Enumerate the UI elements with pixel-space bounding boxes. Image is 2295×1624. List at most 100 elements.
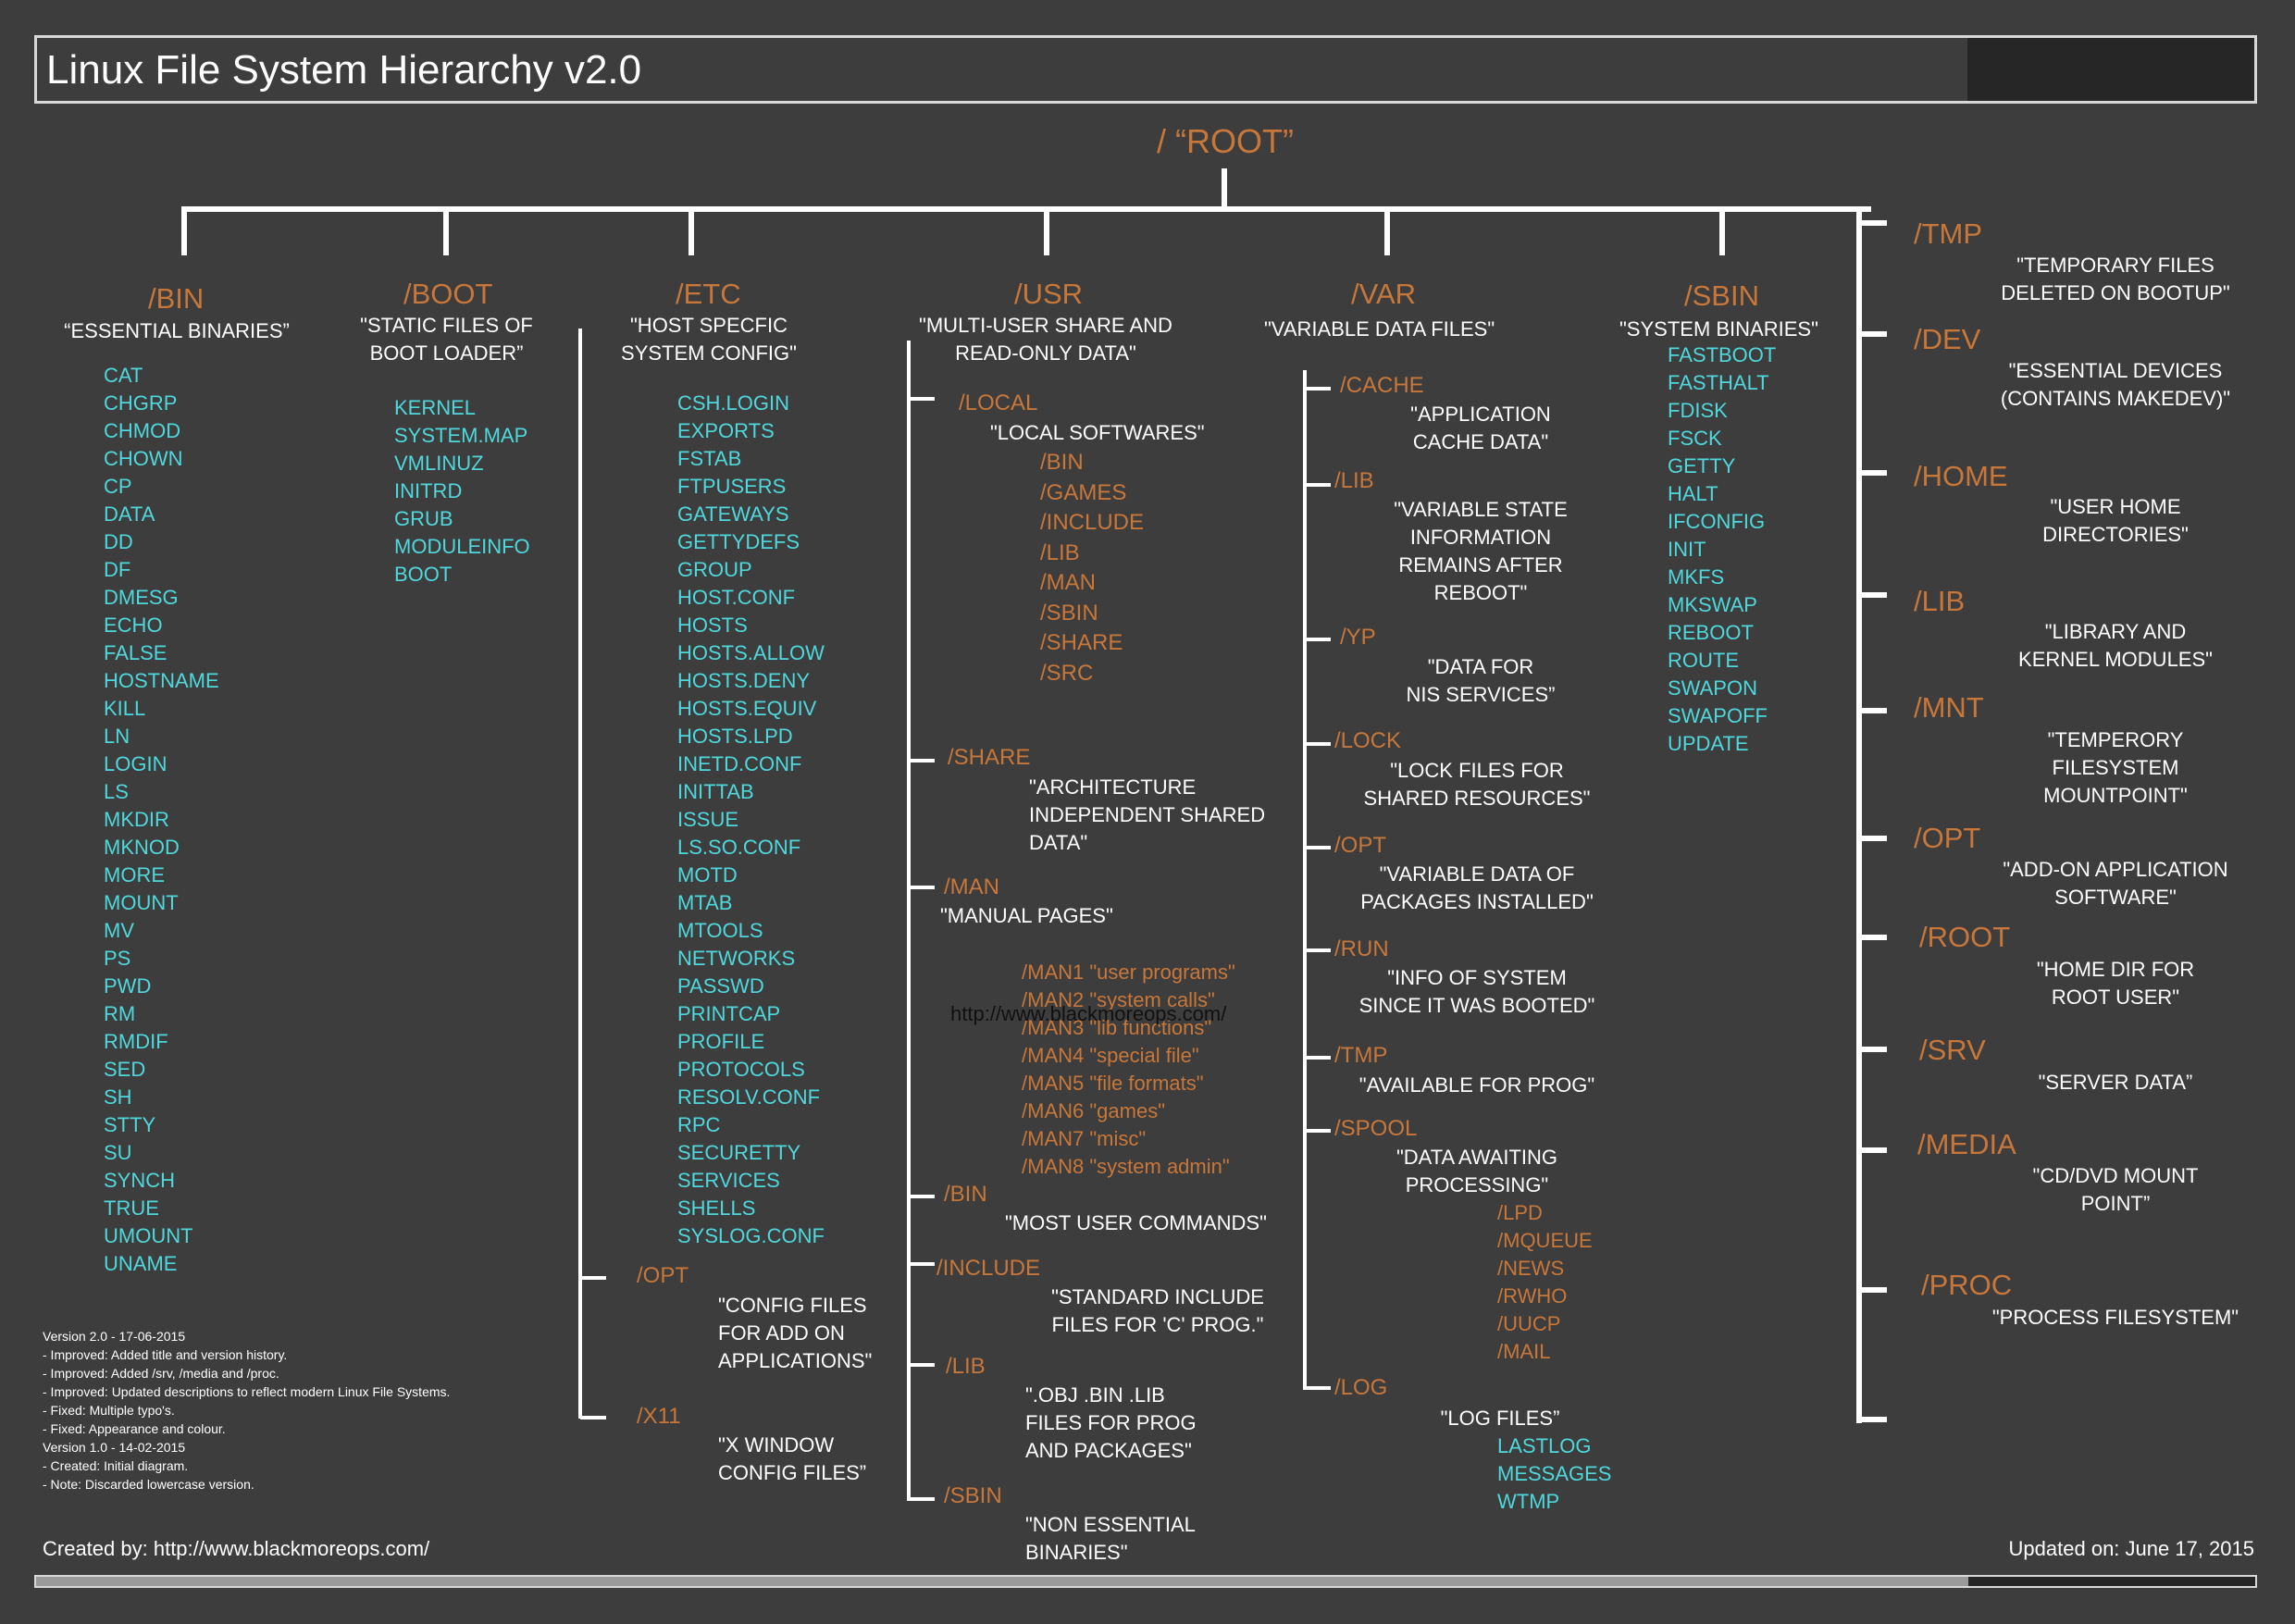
bin-file-item: HOSTNAME bbox=[104, 669, 219, 692]
usr-include-dir-label: /INCLUDE bbox=[937, 1256, 1041, 1281]
etc-file-item: GETTYDEFS bbox=[677, 530, 800, 553]
version-note-line: Version 1.0 - 14-02-2015 bbox=[43, 1440, 186, 1455]
bin-file-item: SH bbox=[104, 1085, 132, 1109]
var-run-dir-label: /RUN bbox=[1334, 936, 1389, 961]
sbin-file-item: FSCK bbox=[1668, 427, 1722, 450]
bin-file-item: LN bbox=[104, 725, 130, 748]
version-note-line: Version 2.0 - 17-06-2015 bbox=[43, 1329, 186, 1344]
etc-file-item: FSTAB bbox=[677, 447, 742, 470]
version-note-line: - Improved: Added /srv, /media and /proc… bbox=[43, 1366, 279, 1381]
sbin-file-item: INIT bbox=[1668, 538, 1706, 561]
boot-file-item: BOOT bbox=[394, 563, 453, 586]
var-sub-tick bbox=[1305, 742, 1331, 746]
usr-local-subdir-item: /MAN bbox=[1040, 570, 1096, 595]
right-proc-description: "PROCESS FILESYSTEM" bbox=[1991, 1306, 2239, 1329]
usr-sub-tick bbox=[909, 1262, 935, 1266]
usr-man-description: "MANUAL PAGES" bbox=[940, 904, 1113, 927]
usr-man-section-item: /MAN5 "file formats" bbox=[1022, 1072, 1204, 1095]
created-by-text: Created by: http://www.blackmoreops.com/ bbox=[43, 1537, 430, 1560]
var-spool-subdir-list: /LPD/MQUEUE/NEWS/RWHO/UUCP/MAIL bbox=[1497, 1199, 1593, 1366]
var-sub-tick bbox=[1305, 387, 1331, 391]
usr-man-section-item: /MAN7 "misc" bbox=[1022, 1127, 1147, 1150]
etc-sub-tick bbox=[580, 1276, 606, 1280]
etc-subtree-line bbox=[578, 329, 582, 1419]
sbin-drop-line bbox=[1719, 209, 1725, 255]
usr-man-section-item: /MAN6 "games" bbox=[1022, 1099, 1165, 1122]
right-tick bbox=[1859, 836, 1887, 841]
usr-local-subdir-item: /BIN bbox=[1040, 450, 1084, 475]
bin-file-item: PS bbox=[104, 947, 131, 970]
sbin-file-item: SWAPON bbox=[1668, 676, 1757, 700]
var-cache-dir-label: /CACHE bbox=[1340, 373, 1424, 398]
var-spool-description: "DATA AWAITING PROCESSING" bbox=[1396, 1146, 1558, 1196]
bin-file-item: DATA bbox=[104, 502, 155, 526]
var-log-file-item: LASTLOG bbox=[1497, 1434, 1592, 1457]
title-bar-dark-block bbox=[1967, 38, 2254, 101]
etc-file-item: RESOLV.CONF bbox=[677, 1085, 821, 1109]
usr-local-subdir-item: /GAMES bbox=[1040, 479, 1127, 505]
right-opt-dir-label: /OPT bbox=[1914, 822, 1981, 854]
bin-file-item: CP bbox=[104, 475, 132, 498]
usr-description: "MULTI-USER SHARE AND READ-ONLY DATA" bbox=[919, 314, 1172, 365]
right-proc-dir-label: /PROC bbox=[1921, 1269, 2013, 1301]
etc-file-item: INETD.CONF bbox=[677, 752, 802, 775]
version-note-line: - Improved: Added title and version hist… bbox=[43, 1347, 288, 1362]
bin-file-item: RMDIF bbox=[104, 1030, 168, 1053]
var-opt-description: "VARIABLE DATA OF PACKAGES INSTALLED" bbox=[1360, 862, 1594, 913]
boot-file-item: VMLINUZ bbox=[394, 452, 484, 475]
var-lock-dir-label: /LOCK bbox=[1334, 728, 1402, 753]
sbin-file-item: MKFS bbox=[1668, 565, 1725, 589]
usr-man-section-item: /MAN2 "system calls" bbox=[1022, 988, 1215, 1011]
right-tick bbox=[1859, 935, 1887, 940]
sbin-file-item: IFCONFIG bbox=[1668, 510, 1766, 533]
var-sub-tick bbox=[1305, 846, 1331, 849]
right-media-dir-label: /MEDIA bbox=[1917, 1128, 2016, 1160]
right-tick bbox=[1859, 470, 1887, 476]
etc-file-item: SECURETTY bbox=[677, 1141, 801, 1164]
var-run-description: "INFO OF SYSTEM SINCE IT WAS BOOTED" bbox=[1358, 966, 1595, 1017]
usr-sub-tick bbox=[909, 886, 935, 889]
bin-file-item: UMOUNT bbox=[104, 1224, 193, 1247]
bin-file-item: STTY bbox=[104, 1113, 156, 1136]
bin-file-item: MORE bbox=[104, 863, 165, 886]
right-tick bbox=[1859, 708, 1887, 713]
var-opt-dir-label: /OPT bbox=[1334, 833, 1387, 858]
right-tick bbox=[1859, 1147, 1887, 1153]
right-tick bbox=[1859, 331, 1887, 337]
etc-file-item: SERVICES bbox=[677, 1169, 780, 1192]
etc-sub-tick bbox=[580, 1416, 606, 1419]
boot-file-item: KERNEL bbox=[394, 396, 477, 419]
bin-file-item: LS bbox=[104, 780, 129, 803]
usr-local-subdir-item: /LIB bbox=[1040, 539, 1080, 565]
bin-file-item: MKDIR bbox=[104, 808, 169, 831]
usr-local-description: "LOCAL SOFTWARES" bbox=[990, 421, 1205, 444]
etc-file-item: HOSTS bbox=[677, 614, 748, 637]
etc-file-item: MOTD bbox=[677, 863, 738, 886]
sbin-file-item: HALT bbox=[1668, 482, 1718, 505]
right-tmp-dir-label: /TMP bbox=[1914, 217, 1983, 250]
right-lib-description: "LIBRARY AND KERNEL MODULES" bbox=[2018, 620, 2213, 671]
root-stem-line bbox=[1222, 168, 1227, 209]
updated-on-text: Updated on: June 17, 2015 bbox=[2008, 1537, 2254, 1560]
bin-file-item: CHOWN bbox=[104, 447, 183, 470]
etc-file-item: CSH.LOGIN bbox=[677, 391, 790, 415]
usr-sub-tick bbox=[909, 1363, 935, 1367]
bin-file-item: MKNOD bbox=[104, 836, 180, 859]
right-home-description: "USER HOME DIRECTORIES" bbox=[2042, 495, 2189, 546]
bin-file-item: SED bbox=[104, 1058, 146, 1081]
sbin-file-item: SWAPOFF bbox=[1668, 704, 1768, 727]
version-note-line: - Fixed: Appearance and colour. bbox=[43, 1421, 226, 1436]
version-note-line: - Created: Initial diagram. bbox=[43, 1458, 189, 1473]
bin-file-item: CHGRP bbox=[104, 391, 178, 415]
etc-file-item: HOSTS.EQUIV bbox=[677, 697, 817, 720]
var-spool-subdir-item: /UUCP bbox=[1497, 1312, 1561, 1335]
var-spool-dir-label: /SPOOL bbox=[1334, 1116, 1418, 1141]
right-dev-dir-label: /DEV bbox=[1914, 323, 1981, 355]
var-log-dir-label: /LOG bbox=[1334, 1375, 1388, 1400]
sbin-dir-label: /SBIN bbox=[1684, 279, 1759, 312]
etc-file-item: HOSTS.DENY bbox=[677, 669, 811, 692]
bin-file-item: DD bbox=[104, 530, 133, 553]
